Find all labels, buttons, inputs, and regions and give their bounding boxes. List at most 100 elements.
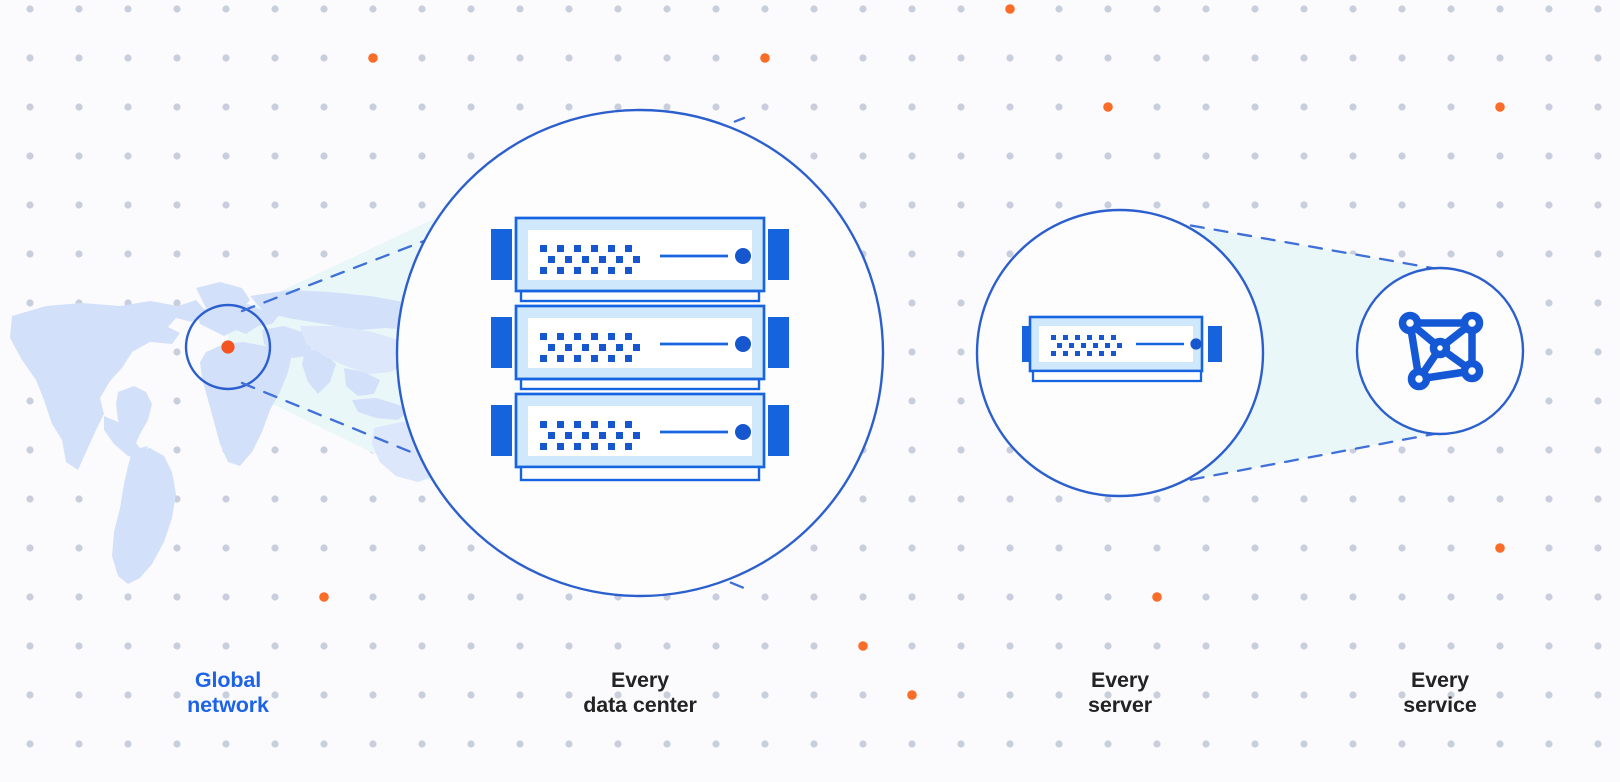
grid-dot xyxy=(565,54,573,62)
grid-dot xyxy=(712,54,720,62)
grid-dot xyxy=(369,5,377,13)
grid-dot xyxy=(810,54,818,62)
grid-dot xyxy=(1594,544,1602,552)
grid-dot xyxy=(173,642,181,650)
grid-dot xyxy=(712,691,720,699)
grid-dot xyxy=(1594,152,1602,160)
grid-dot xyxy=(222,152,230,160)
grid-dot xyxy=(1251,495,1259,503)
grid-dot xyxy=(957,740,965,748)
grid-dot xyxy=(320,54,328,62)
grid-dot xyxy=(1104,691,1112,699)
grid-dot xyxy=(1202,5,1210,13)
grid-dot xyxy=(810,103,818,111)
grid-dot xyxy=(1202,495,1210,503)
grid-dot xyxy=(320,201,328,209)
grid-dot xyxy=(418,201,426,209)
grid-dot xyxy=(1349,544,1357,552)
grid-dot xyxy=(26,446,34,454)
grid-dot xyxy=(467,544,475,552)
grid-dot xyxy=(1153,544,1161,552)
grid-dot xyxy=(369,152,377,160)
grid-dot xyxy=(1496,250,1504,258)
grid-dot xyxy=(1545,740,1553,748)
grid-dot xyxy=(467,593,475,601)
grid-dot xyxy=(75,593,83,601)
grid-dot xyxy=(1202,740,1210,748)
grid-dot xyxy=(1447,544,1455,552)
grid-dot xyxy=(75,642,83,650)
grid-dot xyxy=(565,691,573,699)
grid-dot xyxy=(1300,103,1308,111)
grid-dot xyxy=(1202,103,1210,111)
grid-dot xyxy=(222,54,230,62)
grid-dot xyxy=(1251,152,1259,160)
grid-dot xyxy=(516,54,524,62)
grid-dot xyxy=(1398,201,1406,209)
grid-dot xyxy=(418,691,426,699)
map-location-marker xyxy=(221,340,235,354)
grid-dot xyxy=(859,201,867,209)
grid-dot xyxy=(859,103,867,111)
grid-dot-accent xyxy=(907,690,917,700)
grid-dot xyxy=(418,544,426,552)
grid-dot xyxy=(1153,691,1161,699)
grid-dot xyxy=(712,593,720,601)
grid-dot-accent xyxy=(319,592,329,602)
grid-dot xyxy=(614,5,622,13)
grid-dot xyxy=(1545,348,1553,356)
grid-dot xyxy=(1545,299,1553,307)
grid-dot xyxy=(761,740,769,748)
grid-dot xyxy=(1349,593,1357,601)
grid-dot xyxy=(271,54,279,62)
grid-dot xyxy=(1545,397,1553,405)
grid-dot xyxy=(1202,691,1210,699)
grid-dot xyxy=(320,152,328,160)
grid-dot xyxy=(1104,54,1112,62)
grid-dot xyxy=(271,5,279,13)
grid-dot xyxy=(124,691,132,699)
grid-dot xyxy=(712,5,720,13)
grid-dot xyxy=(320,544,328,552)
global-network-circle xyxy=(184,303,272,391)
grid-dot xyxy=(761,103,769,111)
grid-dot xyxy=(26,544,34,552)
rack-unit-2 xyxy=(491,304,789,381)
server-rack xyxy=(491,216,789,482)
grid-dot xyxy=(908,740,916,748)
grid-dot xyxy=(75,691,83,699)
server-base-plate xyxy=(1031,369,1203,383)
grid-dot xyxy=(173,691,181,699)
grid-dot xyxy=(124,152,132,160)
grid-dot xyxy=(1447,593,1455,601)
data-center-group xyxy=(395,108,885,598)
grid-dot xyxy=(369,691,377,699)
grid-dot xyxy=(467,5,475,13)
grid-dot xyxy=(761,5,769,13)
grid-dot xyxy=(908,495,916,503)
grid-dot xyxy=(173,348,181,356)
grid-dot xyxy=(1006,544,1014,552)
rack-connector-1 xyxy=(519,289,761,303)
grid-dot xyxy=(418,103,426,111)
grid-dot xyxy=(1055,103,1063,111)
grid-dot xyxy=(1006,250,1014,258)
grid-dot xyxy=(663,740,671,748)
grid-dot xyxy=(1300,152,1308,160)
grid-dot xyxy=(271,593,279,601)
grid-dot xyxy=(810,593,818,601)
grid-dot xyxy=(124,740,132,748)
grid-dot xyxy=(26,250,34,258)
grid-dot xyxy=(565,642,573,650)
server-status-dot xyxy=(1190,338,1202,350)
grid-dot xyxy=(222,691,230,699)
grid-dot xyxy=(712,103,720,111)
grid-dot xyxy=(1447,691,1455,699)
grid-dot xyxy=(1251,544,1259,552)
grid-dot xyxy=(1104,5,1112,13)
grid-dot xyxy=(1055,740,1063,748)
grid-dot xyxy=(908,642,916,650)
grid-dot xyxy=(1300,691,1308,699)
